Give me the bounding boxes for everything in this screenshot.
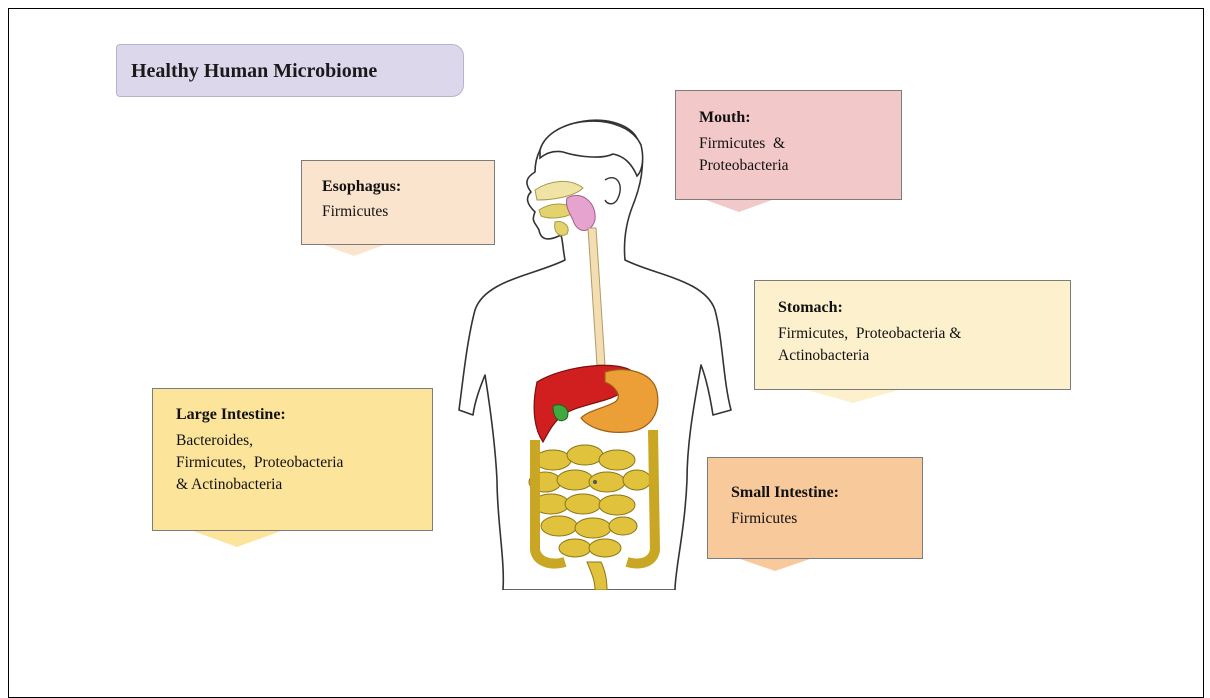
callout-small-intestine-pointer (740, 559, 810, 571)
callout-large-intestine-line-2: Firmicutes, Proteobacteria (176, 452, 343, 474)
callout-stomach-line-2: Actinobacteria (778, 345, 869, 367)
callout-mouth-line-1: Firmicutes & (699, 133, 785, 155)
callout-stomach: Stomach: Firmicutes, Proteobacteria & Ac… (754, 280, 1071, 390)
callout-mouth: Mouth: Firmicutes & Proteobacteria (675, 90, 902, 200)
callout-mouth-pointer (706, 200, 772, 212)
callout-large-intestine-heading: Large Intestine: (176, 406, 286, 424)
callout-large-intestine-line-3: & Actinobacteria (176, 474, 282, 496)
callout-small-intestine-line-1: Firmicutes (731, 508, 797, 530)
diagram-title: Healthy Human Microbiome (131, 60, 377, 83)
title-box: Healthy Human Microbiome (116, 44, 464, 97)
callout-small-intestine-heading: Small Intestine: (731, 484, 839, 502)
callout-large-intestine-line-1: Bacteroides, (176, 430, 253, 452)
callout-large-intestine: Large Intestine: Bacteroides, Firmicutes… (152, 388, 433, 531)
callout-stomach-heading: Stomach: (778, 299, 843, 317)
callout-stomach-pointer (807, 390, 899, 403)
callout-esophagus-heading: Esophagus: (322, 178, 401, 196)
callout-esophagus-line-1: Firmicutes (322, 201, 388, 223)
callout-esophagus: Esophagus: Firmicutes (301, 160, 495, 245)
callout-mouth-line-2: Proteobacteria (699, 155, 789, 177)
callout-stomach-line-1: Firmicutes, Proteobacteria & (778, 323, 961, 345)
callout-mouth-heading: Mouth: (699, 109, 751, 127)
callout-small-intestine: Small Intestine: Firmicutes (707, 457, 923, 559)
callout-large-intestine-pointer (193, 531, 281, 547)
callout-esophagus-pointer (324, 245, 384, 256)
